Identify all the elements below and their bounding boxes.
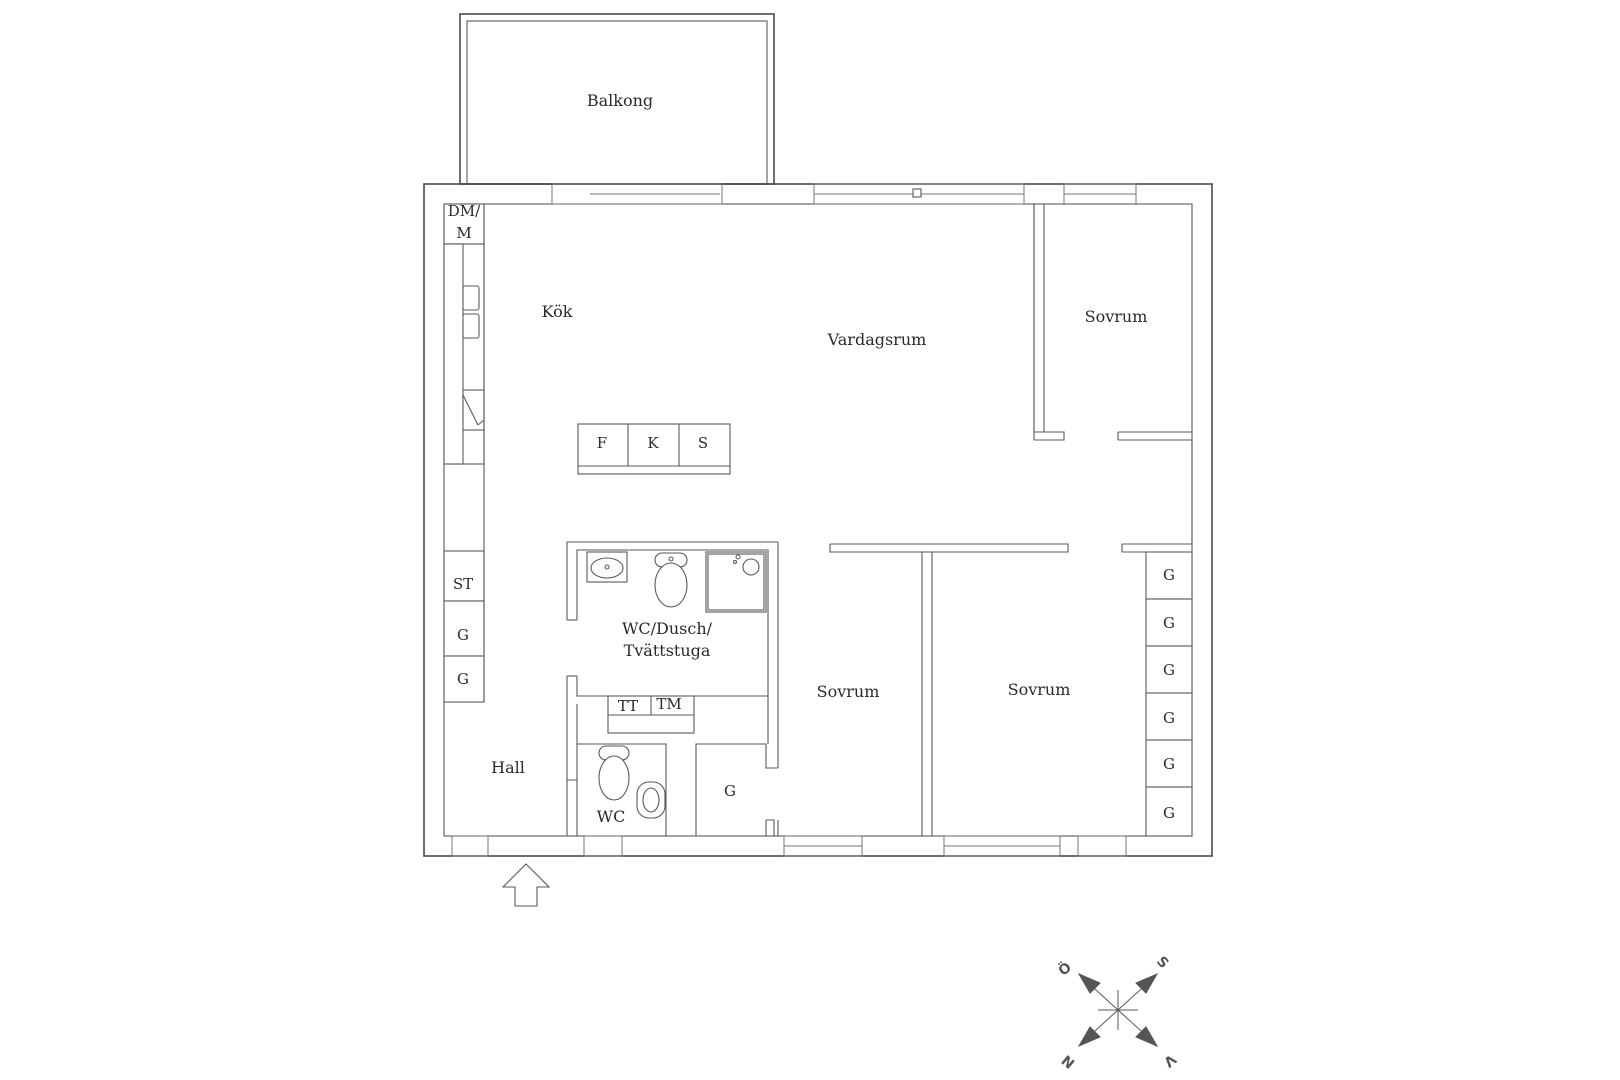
room-label-bath-line1: WC/Dusch/	[622, 619, 713, 638]
fridge-unit	[577, 423, 731, 475]
compass-east-label: Ö	[1054, 958, 1075, 980]
room-label-sovrum-ne: Sovrum	[1085, 307, 1148, 326]
bathroom-fixtures	[586, 551, 767, 734]
fixture-label-wardrobe-se-4: G	[1163, 709, 1175, 727]
room-label-vardagsrum: Vardagsrum	[827, 330, 927, 349]
bathroom-walls	[566, 541, 779, 836]
outer-walls	[423, 183, 1213, 857]
room-label-hall: Hall	[491, 758, 525, 777]
fixture-label-wardrobe-hall-2: G	[457, 670, 469, 688]
fixture-label-wardrobe-se-2: G	[1163, 614, 1175, 632]
fixture-label-fridge: F	[597, 434, 607, 452]
room-label-bath-line2: Tvättstuga	[624, 641, 711, 660]
fixture-label-wardrobe-hall-1: G	[457, 626, 469, 644]
windows-bottom	[451, 835, 1127, 857]
fixture-label-wardrobe-se-3: G	[1163, 661, 1175, 679]
fixture-label-dm-2: M	[456, 224, 471, 242]
compass-north-label: N	[1059, 1051, 1078, 1071]
fixture-label-washer: TM	[656, 695, 681, 713]
room-label-sovrum-se: Sovrum	[1008, 680, 1071, 699]
compass-rose: Ö S N V	[1054, 953, 1178, 1071]
fixture-label-wardrobe-se-6: G	[1163, 804, 1175, 822]
windows-top	[551, 183, 1137, 205]
wardrobe-closet-south	[695, 743, 778, 836]
fixture-label-storage: ST	[453, 575, 473, 593]
compass-west-label: V	[1160, 1051, 1179, 1070]
hall-storage	[443, 548, 485, 703]
wc-fixtures	[598, 745, 666, 819]
room-label-wc: WC	[597, 807, 626, 826]
fixture-label-cooler: K	[647, 434, 659, 452]
room-label-kok: Kök	[542, 302, 573, 321]
compass-south-label: S	[1153, 953, 1171, 971]
room-label-sovrum-mid: Sovrum	[817, 682, 880, 701]
fixture-label-wardrobe-se-5: G	[1163, 755, 1175, 773]
fixture-label-dm-1: DM/	[448, 202, 481, 220]
kitchen-counter	[443, 203, 497, 548]
entrance-arrow	[501, 863, 551, 907]
fixture-label-wardrobe-se-1: G	[1163, 566, 1175, 584]
room-label-balkong: Balkong	[587, 91, 653, 110]
fixture-label-wardrobe-south: G	[724, 782, 736, 800]
bedroom-ne-walls	[1033, 203, 1193, 544]
bedroom-mid-walls	[777, 543, 1069, 836]
fixture-label-dryer: TT	[618, 697, 638, 715]
fixture-label-freezer: S	[698, 434, 708, 452]
bedroom-se-walls	[1121, 543, 1193, 837]
compass-arrows	[1077, 972, 1159, 1048]
